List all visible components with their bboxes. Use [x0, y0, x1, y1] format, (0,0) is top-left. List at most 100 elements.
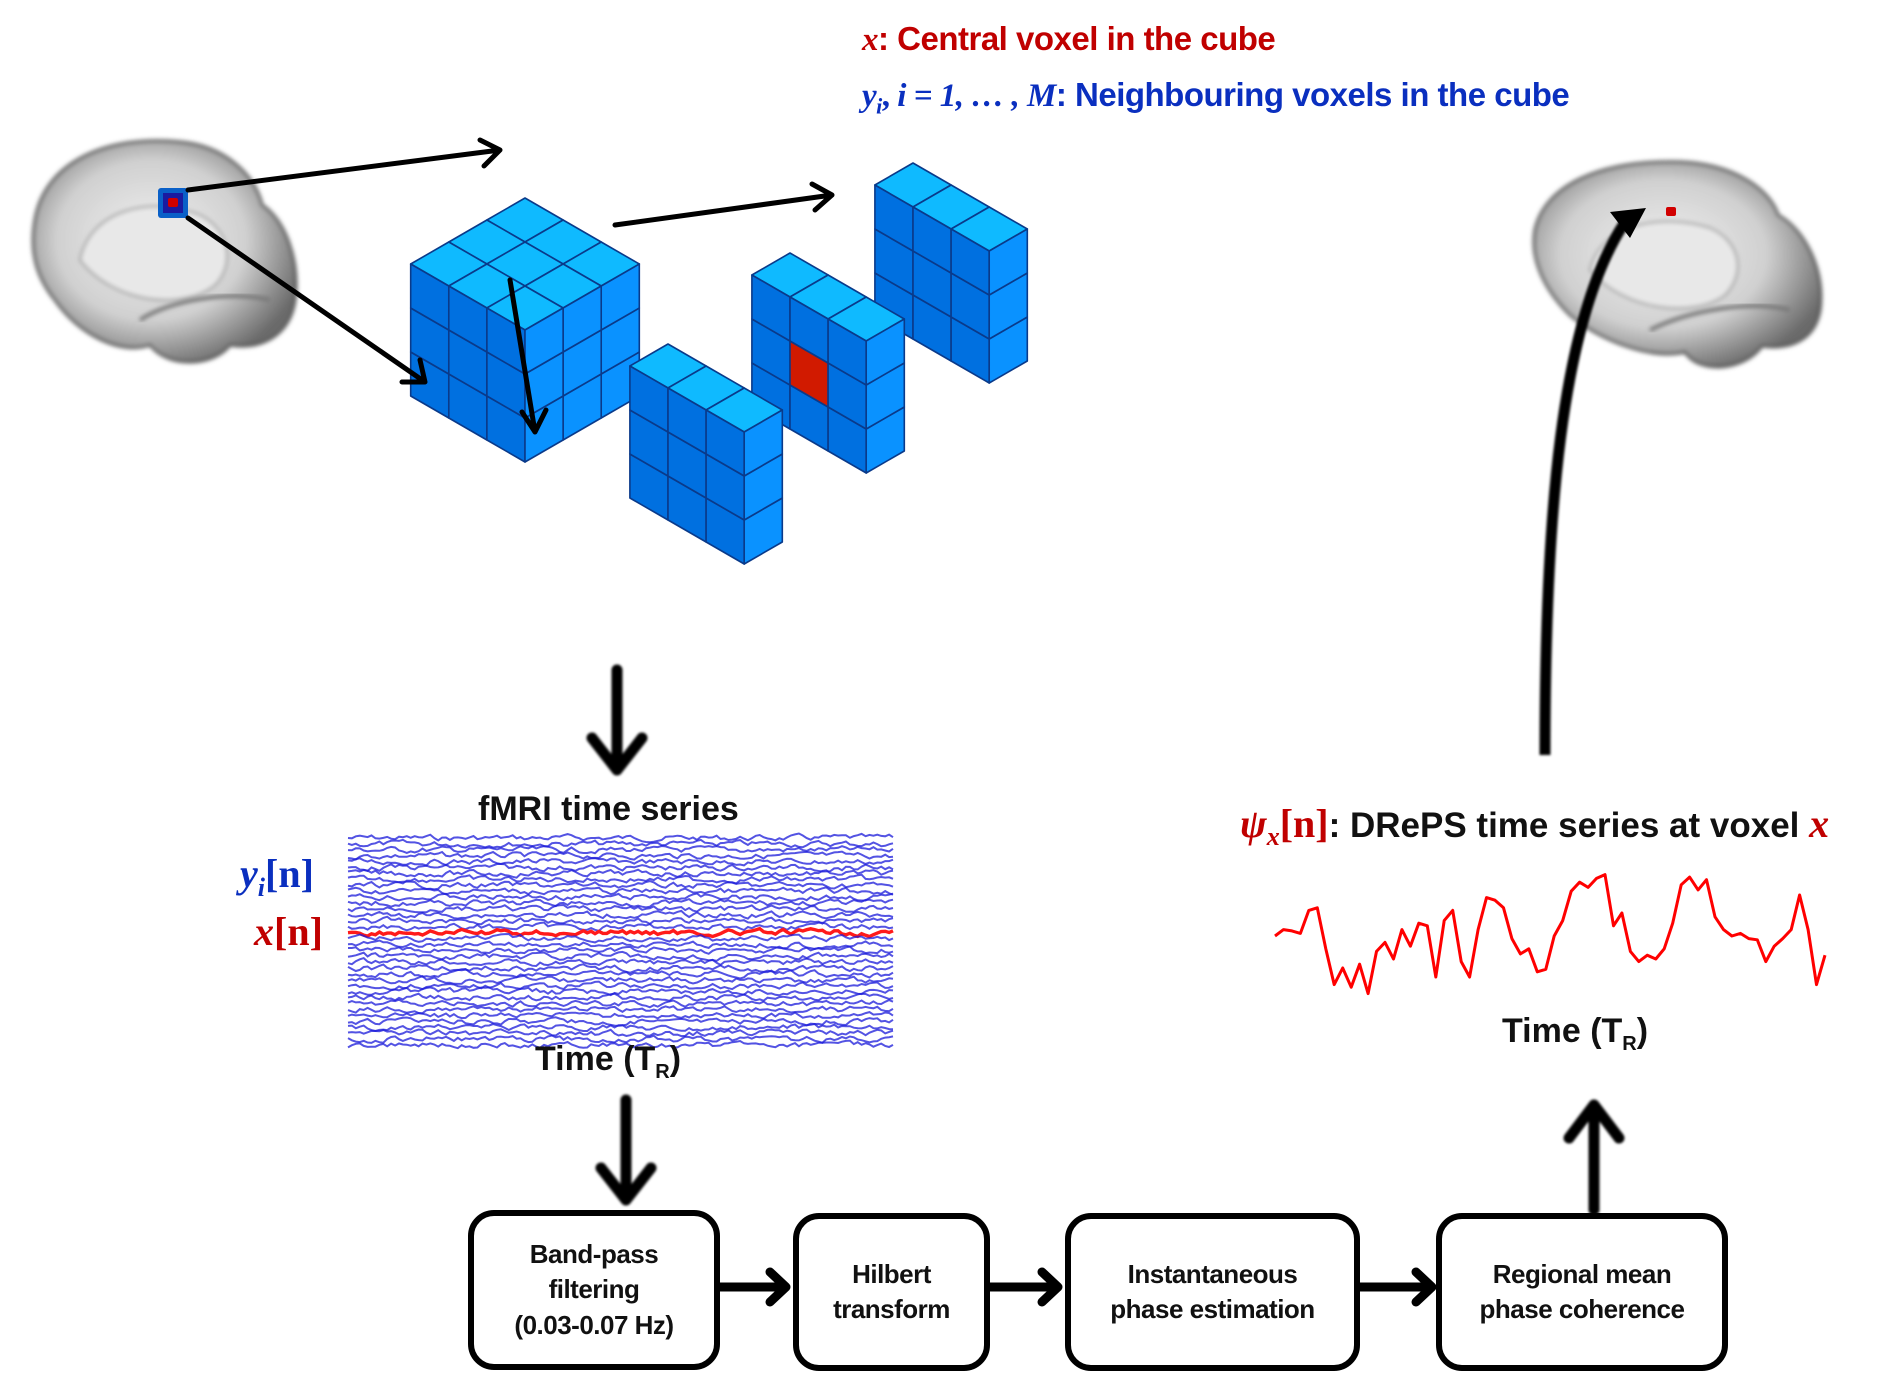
voxel-cube-group [409, 162, 1029, 565]
central-voxel-symbol: x [862, 22, 879, 58]
fmri-trace-central [347, 926, 894, 939]
voxel-side-face [865, 318, 906, 386]
dreps-xlabel-sub: R [1622, 1033, 1637, 1055]
dreps-series-line [1274, 873, 1827, 996]
fmri-trace-neighbour [347, 1039, 894, 1050]
fmri-trace-neighbour [348, 945, 894, 955]
arrow-cube-to-fmri [586, 664, 648, 776]
fmri-time-series-plot [347, 832, 894, 1050]
step-1-line-3: (0.03-0.07 Hz) [514, 1309, 674, 1340]
fmri-label-x: x[n] [254, 908, 323, 955]
fmri-xlabel-close: ) [669, 1040, 682, 1078]
step-hilbert-transform: Hilbert transform [793, 1213, 990, 1371]
step-2-line-1: Hilbert [852, 1258, 931, 1289]
fmri-trace-neighbour [347, 963, 894, 974]
legend-neighbouring-voxels: yi, i = 1, … , M: Neighbouring voxels in… [862, 76, 1570, 120]
fmri-trace-neighbour [347, 863, 894, 873]
central-voxel-text: : Central voxel in the cube [878, 20, 1276, 57]
full-cube [409, 197, 641, 463]
dreps-xlabel-close: ) [1636, 1012, 1649, 1050]
arrow-bandpass-to-hilbert [715, 1267, 791, 1307]
voxel-marker-icon [158, 188, 188, 218]
step-2-line-2: transform [833, 1294, 950, 1324]
fmri-trace-neighbour [347, 880, 894, 891]
step-bandpass-filtering: Band-pass filtering (0.03-0.07 Hz) [468, 1210, 720, 1370]
neighbour-sep: , [881, 78, 898, 114]
flow-arrows [586, 664, 1625, 1307]
fmri-trace-neighbour [347, 932, 894, 944]
fmri-trace-neighbour [347, 956, 894, 968]
step-4-line-2: phase coherence [1479, 1294, 1685, 1324]
fmri-trace-neighbour [347, 832, 894, 844]
legend-central-voxel: x: Central voxel in the cube [862, 20, 1276, 59]
fmri-trace-neighbour [347, 909, 894, 920]
slice-back [874, 162, 1029, 384]
dreps-xlabel-text: Time (T [1502, 1012, 1623, 1050]
brain-right-icon [1532, 160, 1823, 369]
fmri-trace-neighbour [347, 1022, 894, 1033]
step-3-line-2: phase estimation [1110, 1294, 1315, 1324]
psi-index: [n] [1279, 801, 1329, 846]
dreps-xlabel: Time (TR) [1502, 1012, 1648, 1056]
step-regional-mean-phase-coherence: Regional mean phase coherence [1436, 1213, 1728, 1371]
step-1-line-2: filtering [548, 1274, 640, 1305]
neighbour-subscript: i [876, 93, 882, 119]
step-3-line-1: Instantaneous [1127, 1258, 1298, 1289]
arrow-coherence-to-dreps [1563, 1099, 1625, 1216]
fmri-trace-neighbour [347, 1005, 894, 1015]
fmri-trace-neighbour [347, 1011, 894, 1020]
x-index: [n] [274, 909, 323, 954]
fmri-title: fMRI time series [478, 790, 739, 828]
fmri-label-yi: yi[n] [240, 850, 314, 903]
arrow-hilbert-to-phase [983, 1267, 1063, 1307]
fmri-trace-neighbour [347, 897, 894, 909]
fmri-trace-neighbour [347, 903, 894, 914]
dreps-title: ψx[n]: DRePS time series at voxel x [1240, 800, 1829, 852]
brain-left-icon [31, 139, 298, 364]
arrow-to-slice-front [185, 215, 428, 385]
slice-front [629, 343, 784, 565]
step-instantaneous-phase-estimation: Instantaneous phase estimation [1065, 1213, 1360, 1371]
fmri-trace-neighbour [347, 980, 894, 991]
fmri-trace-neighbour [347, 844, 894, 855]
arrow-fmri-to-bandpass [595, 1094, 657, 1206]
dreps-time-series-plot [1274, 873, 1827, 996]
fmri-trace-neighbour [347, 967, 894, 980]
fmri-trace-neighbour [347, 950, 894, 962]
arrow-cube-to-slice-back [612, 181, 835, 228]
voxel-side-face [524, 307, 564, 375]
fmri-trace-neighbour [347, 850, 894, 861]
yi-symbol: y [240, 851, 258, 896]
dreps-title-text: : DRePS time series at voxel [1328, 806, 1810, 845]
fmri-trace-neighbour [347, 921, 894, 932]
yi-subscript: i [257, 873, 265, 902]
fmri-trace-neighbour [347, 892, 894, 902]
step-4-line-1: Regional mean [1492, 1258, 1672, 1289]
fmri-trace-neighbour [347, 857, 894, 867]
arrow-cube-to-slice-front [507, 277, 549, 435]
fmri-xlabel: Time (TR) [535, 1040, 681, 1084]
voxel-side-face [988, 228, 1029, 296]
fmri-trace-neighbour [347, 998, 894, 1009]
dreps-voxel-dot [1666, 207, 1676, 216]
brain-to-cube-arrows [185, 137, 835, 435]
fmri-trace-neighbour [347, 986, 894, 997]
slice-middle [751, 252, 906, 474]
fmri-trace-neighbour [347, 915, 894, 926]
step-1-line-1: Band-pass [529, 1239, 659, 1270]
yi-index: [n] [265, 851, 314, 896]
fmri-trace-neighbour [347, 873, 894, 885]
arrow-to-cube [185, 137, 503, 193]
fmri-trace-neighbour [347, 886, 894, 896]
x-symbol: x [254, 909, 274, 954]
fmri-xlabel-sub: R [655, 1061, 670, 1083]
fmri-trace-neighbour [347, 939, 894, 951]
psi-symbol: ψ [1240, 801, 1267, 846]
voxel-side-face [743, 409, 784, 477]
psi-subscript: x [1266, 822, 1280, 851]
fmri-trace-neighbour [347, 1028, 894, 1038]
fmri-trace-neighbour [347, 838, 894, 849]
fmri-trace-neighbour [347, 992, 894, 1002]
fmri-xlabel-text: Time (T [535, 1040, 656, 1078]
